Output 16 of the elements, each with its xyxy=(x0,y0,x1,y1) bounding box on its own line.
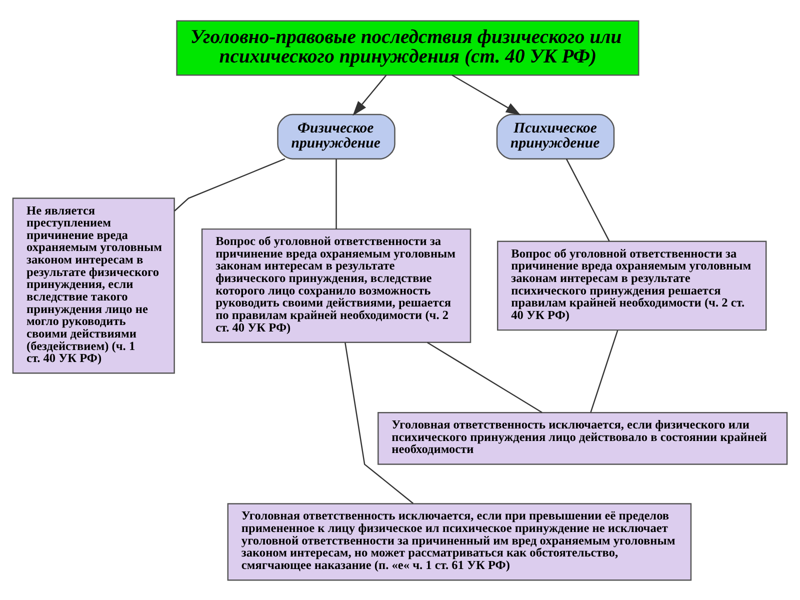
node-box: Уголовная ответственность исключается, если физического или психического принуждения лицо действовало в состоянии крайней необходимости xyxy=(378,411,788,464)
connector xyxy=(590,330,618,412)
connector xyxy=(344,342,414,504)
node-box: Физическое принуждение xyxy=(277,113,396,159)
node-box: Психическое принуждение xyxy=(496,113,615,159)
node-box: Уголовная ответственность исключается, если при превышении её пределов примененное к лицу физическое ил психическое принуждение не исключает уголовной ответственности за причиненный им вред охраняемым уголовным законом интересам, но может рассматриваться как обстоятельство, смягчающее наказание (п. «е« ч. 1 ст. 61 УК РФ) xyxy=(227,502,692,580)
node-box: Вопрос об уголовной ответственности за причинение вреда охраняемым уголовным законам интересам в результате физического принуждения, вследствие которого лицо сохранило возможность руководить своими действиями, решается по правилам крайней необходимости (ч. 2 ст. 40 УК РФ) xyxy=(201,228,472,342)
connector xyxy=(336,158,337,229)
node-box: Вопрос об уголовной ответственности за причинение вреда охраняемым уголовным законам интересам в результате психического принуждения решается правилам крайней необходимости (ч. 2 ст. 40 УК РФ) xyxy=(497,240,767,330)
arrow xyxy=(352,74,387,116)
node-box: Не является преступлением причинение вреда охраняемым уголовным законом интересам в результате физического принуждения, если вследствие такого принуждения лицо не могло руководить своими действиями (бездействием) (ч. 1 ст. 40 УК РФ) xyxy=(12,197,175,374)
connector xyxy=(174,158,286,211)
node-box: Уголовно-правовые последствия физического или психического принуждения (ст. 40 УК РФ) xyxy=(176,20,640,76)
connector xyxy=(426,341,542,413)
connector xyxy=(566,158,610,241)
arrow xyxy=(452,74,521,115)
